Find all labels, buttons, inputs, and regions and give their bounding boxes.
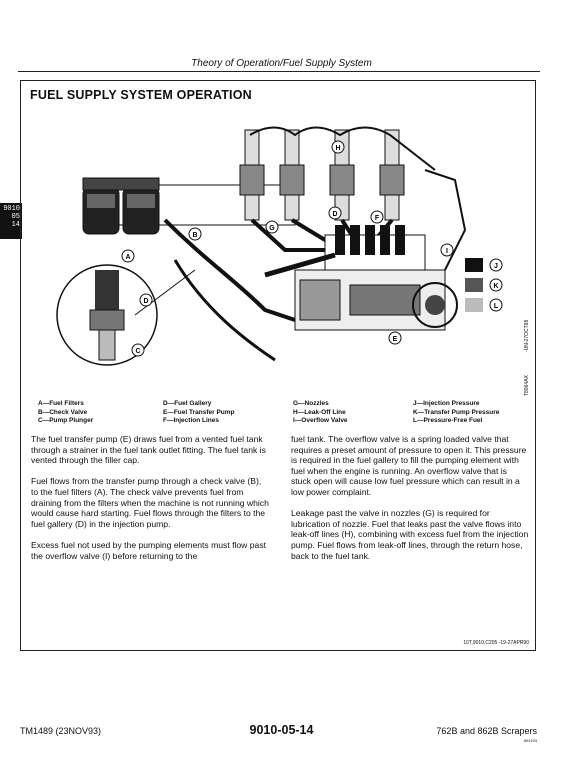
transfer-line <box>163 218 296 322</box>
box-footer-ref: 10T,9010,C205 -19-27APR90 <box>463 640 529 646</box>
paragraph: Leakage past the valve in nozzles (G) is… <box>291 508 529 561</box>
model-name: 762B and 862B Scrapers <box>436 726 537 736</box>
running-header: Theory of Operation/Fuel Supply System <box>191 58 372 69</box>
content-box <box>20 80 536 651</box>
gallery-line <box>264 252 336 278</box>
callouts: A B C D E F G H I D J K L <box>121 140 503 357</box>
page-number: 9010-05-14 <box>249 723 314 737</box>
callout-d: D <box>332 211 337 218</box>
legend-col-1: A—Fuel Filters B—Check Valve C—Pump Plun… <box>38 400 93 426</box>
legend-item: E—Fuel Transfer Pump <box>163 408 235 416</box>
leak-off-line <box>249 126 436 171</box>
callout-l: L <box>494 303 499 310</box>
callout-b: B <box>192 232 197 239</box>
paragraph: Excess fuel not used by the pumping elem… <box>31 539 267 561</box>
figure-id-2: T8964AX <box>524 375 530 396</box>
return-line <box>424 169 467 271</box>
paragraph: fuel tank. The overflow valve is a sprin… <box>291 434 527 497</box>
body-right-column: fuel tank. The overflow valve is a sprin… <box>291 434 529 572</box>
tab-line-1: 9010 <box>3 205 20 213</box>
tab-line-3: 14 <box>11 221 20 229</box>
legend-col-4: J—Injection Pressure K—Transfer Pump Pre… <box>413 400 499 426</box>
body-left-column: The fuel transfer pump (E) draws fuel fr… <box>31 434 269 572</box>
callout-d-inset: D <box>143 298 148 305</box>
legend-item: H—Leak-Off Line <box>293 408 346 416</box>
callout-j: J <box>494 263 498 270</box>
legend-item: F—Injection Lines <box>163 417 219 424</box>
legend-col-2: D—Fuel Gallery E—Fuel Transfer Pump F—In… <box>163 400 235 426</box>
legend-item: B—Check Valve <box>38 408 88 416</box>
legend-item: K—Transfer Pump Pressure <box>413 408 500 416</box>
section-tab: 9010 05 14 <box>0 203 22 239</box>
paragraph: The fuel transfer pump (E) draws fuel fr… <box>31 434 266 466</box>
swatch-pressure-free <box>465 298 483 312</box>
callout-c: C <box>135 348 140 355</box>
legend-item: D—Fuel Gallery <box>163 400 212 407</box>
legend-item: G—Nozzles <box>293 400 329 407</box>
fuel-filters <box>82 177 160 235</box>
manual-id: TM1489 (23NOV93) <box>20 726 102 736</box>
legend-item: J—Injection Pressure <box>413 400 480 407</box>
figure-id-1: -UN-27OCT88 <box>524 319 530 352</box>
header-rule <box>18 71 540 72</box>
paragraph: Fuel flows from the transfer pump throug… <box>31 476 269 529</box>
callout-f: F <box>375 215 380 222</box>
print-code: 891193 <box>523 738 537 743</box>
callout-g: G <box>269 225 275 232</box>
injection-pump <box>294 225 458 331</box>
callout-a: A <box>125 254 130 261</box>
section-title: FUEL SUPPLY SYSTEM OPERATION <box>30 88 252 102</box>
callout-h: H <box>335 145 340 152</box>
swatch-injection-pressure <box>465 258 483 272</box>
legend-item: A—Fuel Filters <box>38 400 84 407</box>
swatch-transfer-pressure <box>465 278 483 292</box>
callout-i: I <box>446 248 448 255</box>
legend-item: C—Pump Plunger <box>38 417 94 424</box>
legend-item: I—Overflow Valve <box>293 417 348 424</box>
callout-e: E <box>393 336 398 343</box>
fuel-system-diagram: A B C D E F G H I D J K L <box>56 126 503 366</box>
callout-k: K <box>493 283 498 290</box>
legend-item: L—Pressure-Free Fuel <box>413 417 483 424</box>
legend-col-3: G—Nozzles H—Leak-Off Line I—Overflow Val… <box>293 400 348 426</box>
pump-plunger-detail <box>56 264 196 366</box>
tab-line-2: 05 <box>11 213 20 221</box>
